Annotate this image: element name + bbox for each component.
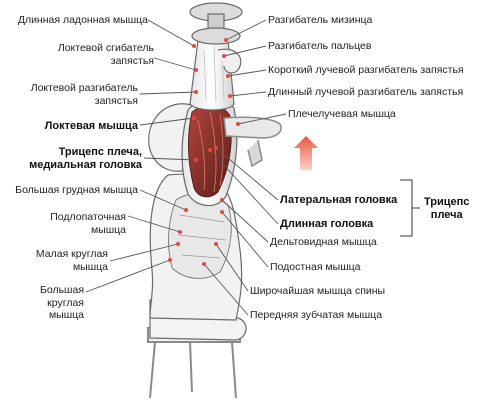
label-deltoid: Дельтовидная мышца <box>270 236 377 248</box>
dumbbell <box>189 2 243 45</box>
label-triceps-medial-line2: медиальная головка <box>29 158 142 171</box>
label-infraspinatus: Подостная мышца <box>270 261 361 273</box>
label-fcu-line2: запястья <box>110 54 154 67</box>
label-triceps-medial-line1: Трицепс плеча, <box>58 146 142 158</box>
label-triceps-group: Трицепс плеча <box>424 196 469 221</box>
leader-lines <box>85 19 420 316</box>
label-teres-minor: Малая круглая мышца <box>36 248 108 273</box>
label-subscapularis: Подлопаточная мышца <box>50 211 126 236</box>
label-brachioradialis: Плечелучевая мышца <box>288 108 396 120</box>
label-teres-major-line3: мышца <box>48 309 84 321</box>
label-fcu-line1: Локтевой сгибатель <box>57 42 154 54</box>
label-triceps-group-line1: Трицепс <box>424 196 470 208</box>
label-subscapularis-line2: мышца <box>90 223 126 236</box>
label-teres-minor-line2: мышца <box>72 260 108 273</box>
label-extensor-carpi-ulnaris: Локтевой разгибатель запястья <box>31 82 138 107</box>
label-teres-major-line2: круглая <box>47 296 84 309</box>
label-extensor-digiti-minimi: Разгибатель мизинца <box>268 14 373 26</box>
label-triceps-lateral-head: Латеральная головка <box>280 194 398 206</box>
label-triceps-medial-head: Трицепс плеча, медиальная головка <box>29 146 142 171</box>
label-pectoralis-major: Большая грудная мышца <box>15 184 138 196</box>
label-ecu-line1: Локтевой разгибатель <box>30 82 138 94</box>
label-teres-major-line1: Большая <box>39 284 84 296</box>
label-extensor-digitorum: Разгибатель пальцев <box>268 40 372 52</box>
label-extensor-carpi-radialis-brevis: Короткий лучевой разгибатель запястья <box>268 64 464 76</box>
label-latissimus-dorsi: Широчайшая мышца спины <box>250 285 386 297</box>
label-triceps-long-head: Длинная головка <box>280 218 374 230</box>
label-subscapularis-line1: Подлопаточная <box>50 211 126 223</box>
label-extensor-carpi-radialis-longus: Длинный лучевой разгибатель запястья <box>268 86 464 98</box>
label-teres-major: Большая круглая мышца <box>40 284 84 322</box>
label-ecu-line2: запястья <box>94 94 138 107</box>
label-teres-minor-line1: Малая круглая <box>35 248 108 260</box>
label-anconeus: Локтевая мышца <box>44 120 138 132</box>
label-flexor-carpi-ulnaris: Локтевой сгибатель запястья <box>58 42 154 67</box>
label-triceps-group-line2: плеча <box>430 208 463 221</box>
muscle-markers <box>168 38 240 266</box>
label-palmaris-longus: Длинная ладонная мышца <box>17 14 148 26</box>
movement-arrow <box>294 136 318 170</box>
label-serratus-anterior: Передняя зубчатая мышца <box>250 309 383 321</box>
